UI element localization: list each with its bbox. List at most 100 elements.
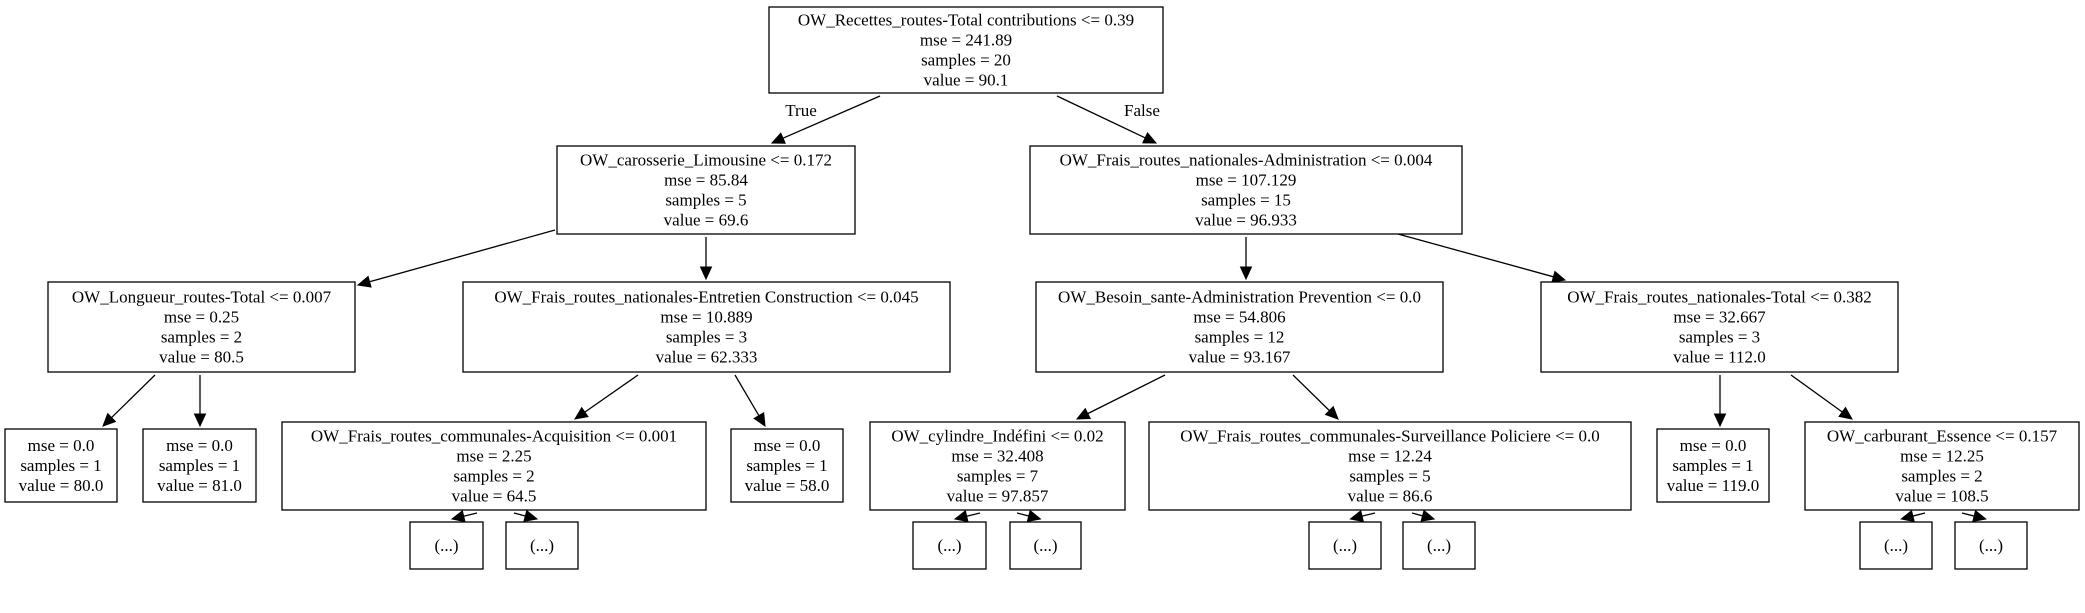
node-value: value = 80.0 <box>19 476 104 495</box>
edge-line <box>1961 512 1975 517</box>
node-split-condition: OW_Recettes_routes-Total contributions <… <box>798 11 1134 30</box>
arrow-head-icon <box>1420 509 1436 522</box>
node-value: value = 119.0 <box>1667 476 1760 495</box>
tree-edge <box>1713 375 1727 428</box>
elided-subtree-node: (...) <box>1954 521 2028 570</box>
node-samples: samples = 2 <box>1901 467 1982 486</box>
tree-split-node: OW_Frais_routes_communales-Surveillance … <box>1148 421 1632 511</box>
node-box <box>1656 428 1770 503</box>
edge-label: True <box>785 101 817 120</box>
edge-line <box>111 374 156 419</box>
node-mse: mse = 0.0 <box>1680 436 1747 455</box>
tree-edge <box>193 375 207 428</box>
node-box <box>1148 421 1632 511</box>
node-samples: samples = 1 <box>1672 456 1753 475</box>
arrow-head-icon <box>1239 266 1253 281</box>
node-mse: mse = 2.25 <box>456 447 531 466</box>
node-samples: samples = 1 <box>159 456 240 475</box>
node-box <box>1308 521 1382 570</box>
elided-label: (...) <box>1884 536 1908 555</box>
tree-split-node: OW_Frais_routes_communales-Acquisition <… <box>281 421 707 511</box>
elided-label: (...) <box>1979 536 2003 555</box>
node-box <box>1540 281 1899 373</box>
edge-line <box>1912 512 1926 517</box>
arrow-head-icon <box>753 412 766 428</box>
elided-label: (...) <box>434 536 458 555</box>
tree-split-node: OW_Frais_routes_nationales-Entretien Con… <box>462 281 951 373</box>
node-mse: mse = 0.0 <box>166 436 233 455</box>
node-samples: samples = 1 <box>746 456 827 475</box>
tree-split-node: OW_Recettes_routes-Total contributions <… <box>768 6 1164 94</box>
tree-edge <box>953 509 981 523</box>
edge-line <box>463 512 478 517</box>
tree-edge <box>356 229 556 288</box>
node-box <box>462 281 951 373</box>
node-box <box>912 521 987 570</box>
arrow-head-icon <box>1142 131 1158 144</box>
node-box <box>1804 421 2080 511</box>
tree-edge <box>574 374 639 420</box>
tree-split-node: OW_Frais_routes_nationales-Total <= 0.38… <box>1540 281 1899 373</box>
tree-edge <box>1239 237 1253 281</box>
edge-line <box>584 374 639 413</box>
node-split-condition: OW_carosserie_Limousine <= 0.172 <box>580 151 832 170</box>
node-value: value = 80.5 <box>159 348 244 367</box>
elided-label: (...) <box>1427 536 1451 555</box>
tree-edge <box>1961 509 1987 523</box>
elided-subtree-node: (...) <box>505 521 579 570</box>
arrow-head-icon <box>574 406 589 420</box>
arrow-head-icon <box>1551 270 1567 283</box>
elided-label: (...) <box>1333 536 1357 555</box>
node-box <box>1402 521 1476 570</box>
node-mse: mse = 32.667 <box>1673 308 1766 327</box>
node-value: value = 86.6 <box>1348 487 1433 506</box>
arrow-head-icon <box>1900 509 1915 523</box>
node-box <box>869 421 1126 511</box>
node-samples: samples = 2 <box>453 467 534 486</box>
tree-edge <box>1349 509 1376 523</box>
node-box <box>1029 145 1463 235</box>
node-samples: samples = 20 <box>921 51 1011 70</box>
edge-line <box>369 229 556 283</box>
edge-line <box>1790 374 1843 413</box>
node-mse: mse = 12.25 <box>1900 447 1984 466</box>
arrow-head-icon <box>523 509 539 522</box>
node-mse: mse = 0.25 <box>164 308 239 327</box>
tree-edge: False <box>1056 95 1160 144</box>
elided-label: (...) <box>937 536 961 555</box>
tree-edge <box>1397 233 1567 283</box>
node-value: value = 62.333 <box>656 348 758 367</box>
arrow-head-icon <box>953 509 969 523</box>
elided-subtree-node: (...) <box>409 521 484 570</box>
edge-line <box>1361 512 1376 517</box>
edge-label: False <box>1124 101 1160 120</box>
node-samples: samples = 5 <box>1349 467 1430 486</box>
arrow-head-icon <box>1324 405 1339 420</box>
tree-edge <box>1016 509 1042 522</box>
tree-edge <box>450 509 478 523</box>
node-samples: samples = 3 <box>1679 328 1760 347</box>
node-value: value = 58.0 <box>745 476 830 495</box>
node-value: value = 69.6 <box>664 211 749 230</box>
node-value: value = 97.857 <box>947 487 1049 506</box>
node-box <box>47 281 356 373</box>
node-box <box>1859 521 1933 570</box>
arrow-head-icon <box>699 266 713 281</box>
edge-line <box>782 95 881 139</box>
arrow-head-icon <box>450 509 466 523</box>
node-split-condition: OW_Besoin_sante-Administration Preventio… <box>1058 288 1421 307</box>
edge-line <box>1397 233 1554 278</box>
node-split-condition: OW_Frais_routes_nationales-Total <= 0.38… <box>1567 288 1872 307</box>
node-samples: samples = 12 <box>1195 328 1285 347</box>
arrow-head-icon <box>1972 509 1987 523</box>
node-value: value = 112.0 <box>1673 348 1766 367</box>
node-value: value = 90.1 <box>924 71 1009 90</box>
node-samples: samples = 15 <box>1201 191 1291 210</box>
node-value: value = 93.167 <box>1189 348 1291 367</box>
